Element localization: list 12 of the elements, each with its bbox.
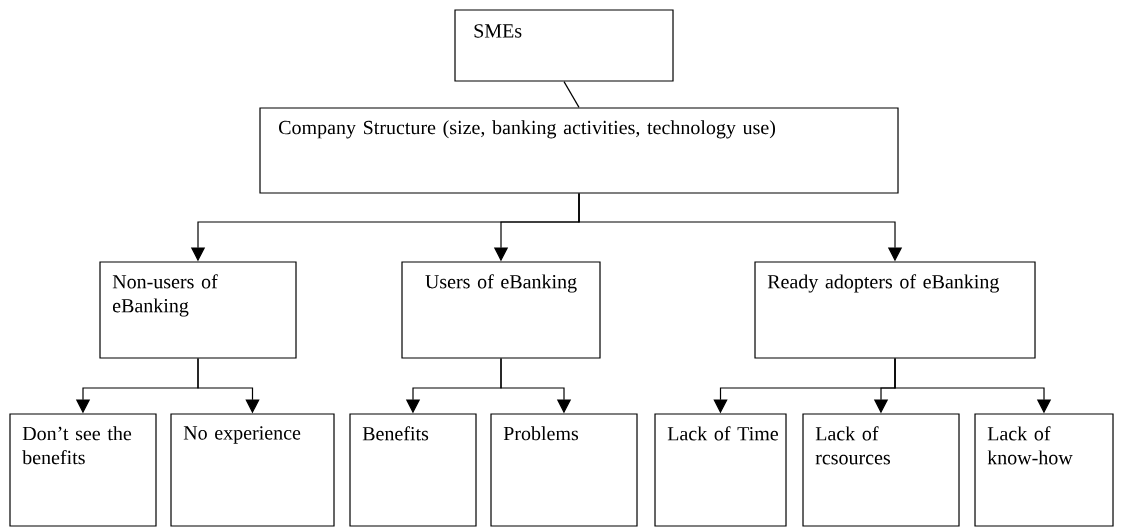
- process-box: Lack of rcsources: [802, 413, 960, 527]
- process-box: Non-users of eBanking: [99, 261, 297, 359]
- process-box: Problems: [490, 413, 638, 527]
- process-box: Lack of Time: [654, 413, 787, 527]
- process-box: Don’t see the benefits: [9, 413, 157, 527]
- process-box: Users of eBanking: [401, 261, 601, 359]
- process-box: Benefits: [349, 413, 477, 527]
- process-box: No experience: [170, 413, 335, 527]
- process-box: SMEs: [454, 9, 674, 82]
- process-box: Lack of know-how: [974, 413, 1114, 527]
- process-box: Ready adopters of eBanking: [754, 261, 1036, 359]
- process-box: Company Structure (size, banking activities, technology use): [259, 107, 899, 194]
